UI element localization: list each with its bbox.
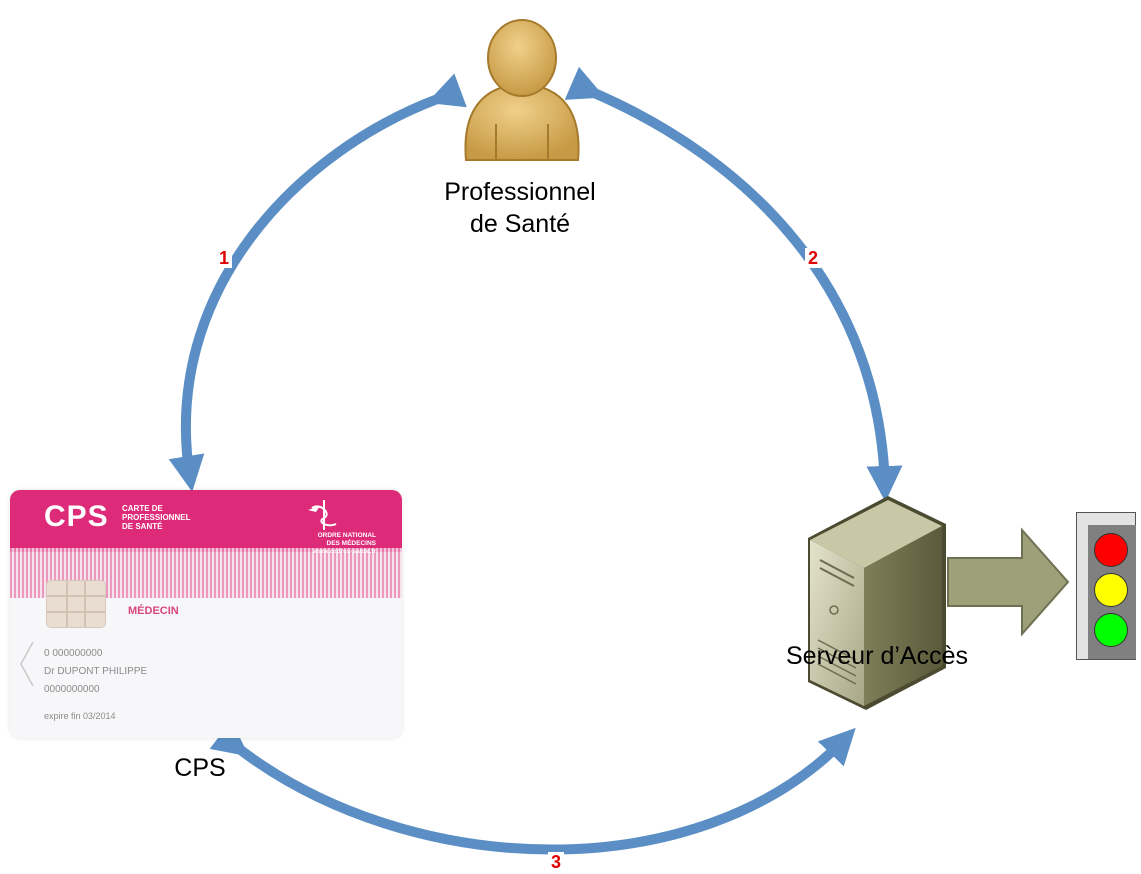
card-logo: CPS (44, 500, 109, 533)
yellow-light (1094, 573, 1128, 607)
traffic-light-icon (1076, 512, 1136, 660)
traffic-light-housing (1088, 525, 1136, 659)
step-number-1: 1 (216, 248, 233, 268)
cps-card: CPS CARTE DE PROFESSIONNEL DE SANTÉ ORDR… (10, 490, 402, 738)
card-number: 0 000000000 (44, 648, 103, 659)
professional-label: Professionnel de Santé (400, 176, 640, 240)
chip-icon (46, 580, 106, 628)
card-role: MÉDECIN (128, 605, 179, 617)
professional-label-line1: Professionnel (444, 178, 596, 206)
card-header-band (10, 490, 402, 552)
card-label: CPS (174, 754, 226, 782)
arrow-3-card-server (209, 720, 856, 855)
server-icon (808, 496, 946, 710)
card-subtitle: CARTE DE PROFESSIONNEL DE SANTÉ (122, 504, 191, 531)
user-icon (464, 19, 580, 161)
arrow-2-user-server (564, 66, 903, 502)
card-expiry: expire fin 03/2014 (44, 711, 116, 721)
red-light (1094, 533, 1128, 567)
server-label: Serveur d’Accès (785, 642, 969, 670)
professional-label-line2: de Santé (469, 210, 571, 238)
card-ordre: ORDRE NATIONAL DES MÉDECINS www.ordres-s… (313, 532, 376, 555)
arrow-1-user-card (168, 73, 467, 492)
card-holder-name: Dr DUPONT PHILIPPE (44, 666, 148, 677)
card-id: 0000000000 (44, 684, 100, 695)
step-number-2: 2 (805, 248, 822, 268)
green-light (1094, 613, 1128, 647)
caduceus-icon (308, 500, 337, 530)
card-insert-mark (20, 642, 34, 686)
right-arrow-icon (947, 527, 1070, 637)
step-number-3: 3 (548, 852, 565, 872)
